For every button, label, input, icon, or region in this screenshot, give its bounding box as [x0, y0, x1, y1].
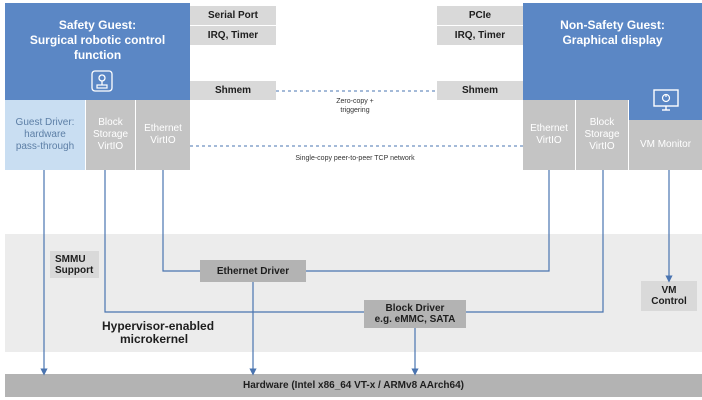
zero-copy-line: triggering — [340, 107, 370, 114]
microkernel-title-line: Hypervisor-enabled — [102, 319, 215, 333]
block-driver-line: Block Driver — [385, 303, 445, 314]
non-safety-guest-title-line: Graphical display — [562, 33, 663, 47]
ethernet-driver-text: Ethernet Driver — [216, 265, 290, 277]
single-copy-text: Single-copy peer-to-peer TCP network — [295, 155, 415, 162]
block-driver-line: e.g. eMMC, SATA — [374, 314, 456, 325]
safety-guest-title-line: Surgical robotic control — [29, 33, 166, 47]
zero-copy-line: Zero-copy + — [336, 98, 374, 105]
vm-monitor-box: VM Monitor — [629, 82, 702, 170]
vm-monitor-label: VM Monitor — [629, 120, 702, 170]
block-virtio-line: VirtIO — [97, 141, 124, 152]
left-ethernet-link — [162, 170, 200, 272]
right-ethernet-link — [306, 170, 550, 272]
block-storage-virtio-right: Block Storage VirtIO — [576, 100, 628, 170]
safety-guest-title-line: Safety Guest: — [58, 18, 137, 32]
vm-control-line: VM — [661, 285, 677, 296]
ethernet-virtio-left: Ethernet VirtIO — [136, 100, 190, 170]
microkernel-band — [5, 234, 702, 352]
shmem-right-text: Shmem — [461, 85, 499, 96]
ethernet-virtio-line: VirtIO — [536, 135, 562, 146]
block-storage-virtio-left: Block Storage VirtIO — [86, 100, 135, 170]
microkernel-title-line: microkernel — [120, 332, 189, 346]
smmu-line: Support — [55, 264, 94, 276]
block-virtio-line: VirtIO — [589, 141, 615, 152]
microkernel-title: Hypervisor-enabled microkernel — [102, 320, 242, 346]
block-virtio-line: Storage — [92, 129, 129, 140]
guest-driver-line: hardware — [24, 129, 66, 140]
irq-timer-right-text: IRQ, Timer — [454, 30, 506, 41]
zero-copy-note: Zero-copy + triggering — [300, 97, 410, 115]
non-safety-guest-box: Non-Safety Guest: Graphical display — [523, 3, 702, 100]
vm-monitor-text: VM Monitor — [639, 139, 692, 150]
shmem-right-label: Shmem — [437, 81, 523, 100]
pcie-label: PCIe — [437, 6, 523, 25]
irq-timer-left-text: IRQ, Timer — [207, 30, 259, 41]
non-safety-guest-title: Non-Safety Guest: Graphical display — [523, 18, 702, 48]
block-virtio-line: Block — [98, 117, 123, 128]
vm-control-box: VM Control — [641, 281, 697, 311]
ethernet-virtio-line: Ethernet — [530, 123, 568, 134]
monitor-icon — [653, 89, 679, 113]
pcie-text: PCIe — [468, 10, 492, 21]
guest-driver-box: Guest Driver: hardware pass-through — [5, 100, 85, 170]
ethernet-virtio-line: Ethernet — [144, 123, 182, 134]
block-virtio-line: Storage — [584, 129, 620, 140]
ethernet-driver-box: Ethernet Driver — [200, 260, 306, 282]
shmem-left-text: Shmem — [214, 85, 252, 96]
irq-timer-left-label: IRQ, Timer — [190, 26, 276, 45]
serial-port-label: Serial Port — [190, 6, 276, 25]
smmu-line: SMMU — [55, 253, 86, 265]
joystick-icon — [91, 70, 113, 92]
non-safety-guest-title-line: Non-Safety Guest: — [560, 18, 665, 32]
ethernet-virtio-line: VirtIO — [150, 135, 176, 146]
block-driver-box: Block Driver e.g. eMMC, SATA — [364, 300, 466, 328]
hardware-label: Hardware (Intel x86_64 VT-x / ARMv8 AArc… — [242, 380, 464, 391]
guest-driver-line: pass-through — [15, 141, 75, 152]
irq-timer-right-label: IRQ, Timer — [437, 26, 523, 45]
safety-guest-title: Safety Guest: Surgical robotic control f… — [5, 18, 190, 63]
smmu-support-box: SMMU Support — [50, 251, 99, 278]
block-virtio-line: Block — [589, 117, 615, 128]
serial-port-text: Serial Port — [207, 10, 259, 21]
single-copy-note: Single-copy peer-to-peer TCP network — [250, 154, 460, 163]
shmem-left-label: Shmem — [190, 81, 276, 100]
safety-guest-title-line: function — [73, 48, 122, 62]
ethernet-virtio-right: Ethernet VirtIO — [523, 100, 575, 170]
guest-driver-line: Guest Driver: — [15, 117, 75, 128]
right-block-link — [466, 170, 604, 313]
safety-guest-box: Safety Guest: Surgical robotic control f… — [5, 3, 190, 100]
left-block-link — [104, 170, 364, 313]
hardware-bar: Hardware (Intel x86_64 VT-x / ARMv8 AArc… — [5, 374, 702, 397]
vm-control-line: Control — [651, 296, 687, 307]
